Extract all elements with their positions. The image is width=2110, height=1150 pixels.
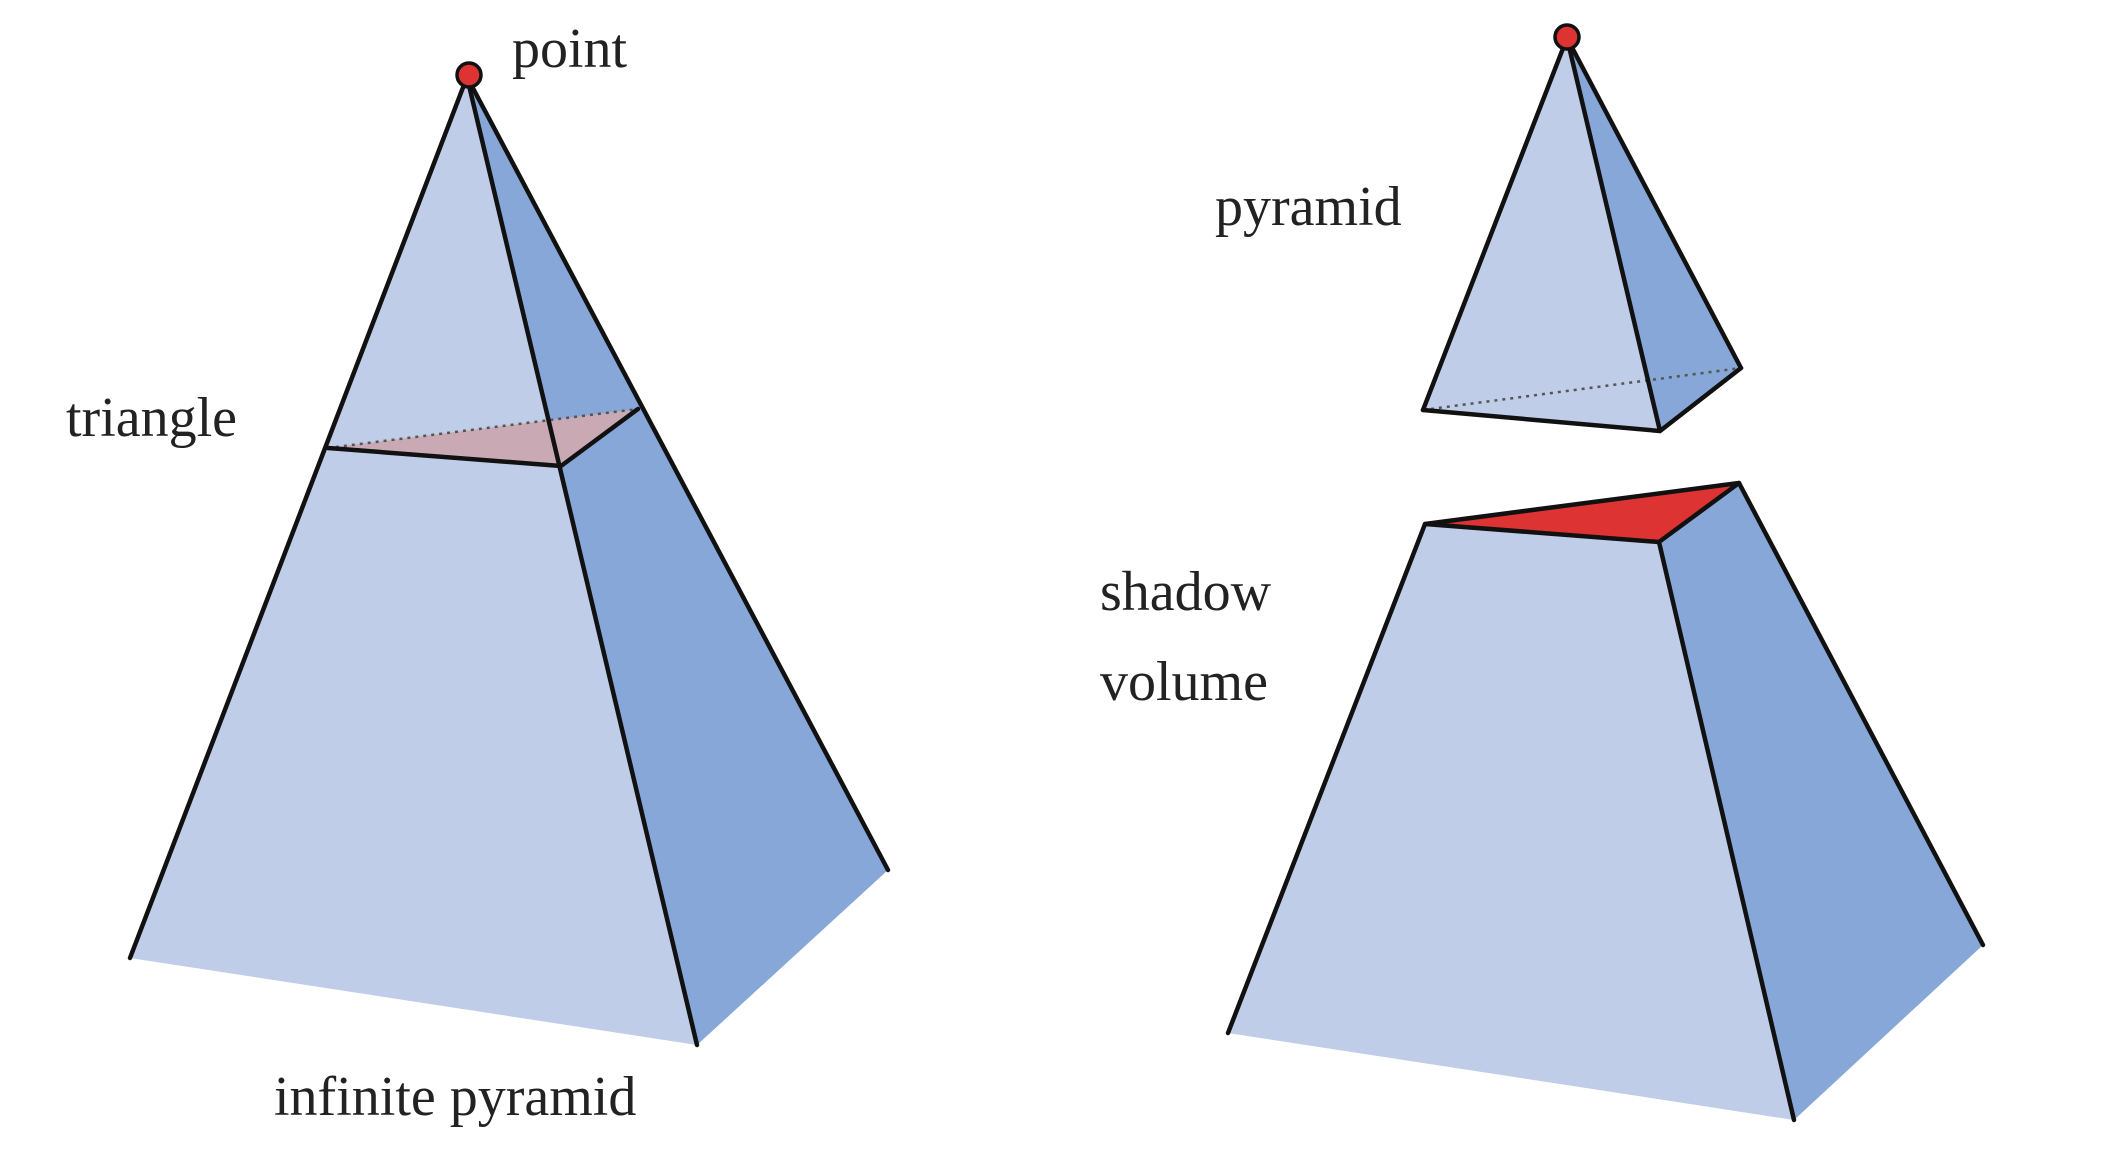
- infinite-pyramid-front-edge: [464, 74, 700, 1048]
- label-shadow: shadow: [1100, 561, 1272, 623]
- infinite-pyramid-front-face: [130, 77, 697, 1045]
- shadow-volume-left-edge: [1225, 521, 1428, 1036]
- shadow-volume-front-edge: [1656, 539, 1797, 1123]
- pyramid-side-face: [1567, 38, 1741, 431]
- infinite-pyramid-group: point triangle infinite pyramid: [66, 18, 891, 1128]
- pyramid-front-face: [1423, 38, 1660, 431]
- pyramid-right-edge: [1564, 35, 1744, 371]
- shadow-volume-right-edge: [1736, 480, 1986, 948]
- label-triangle: triangle: [66, 387, 237, 449]
- infinite-pyramid-left-edge: [127, 74, 470, 961]
- shadow-volume-side-face: [1659, 483, 1983, 1120]
- pyramid-hidden-base-edge: [1422, 366, 1742, 412]
- infinite-pyramid-right-edge: [464, 74, 891, 873]
- label-pyramid: pyramid: [1215, 176, 1402, 238]
- shadow-volume-cap-outline: [1422, 480, 1742, 545]
- label-volume: volume: [1100, 651, 1268, 713]
- label-point: point: [512, 18, 628, 80]
- label-infinite-pyramid: infinite pyramid: [274, 1066, 636, 1128]
- shadow-volume-cap-triangle: [1425, 483, 1739, 542]
- pyramid-left-edge: [1420, 35, 1570, 413]
- light-point-left: [455, 61, 483, 89]
- light-point-right: [1553, 23, 1581, 51]
- pyramid-group: pyramid: [1215, 23, 1744, 434]
- pyramid-front-edge: [1564, 35, 1663, 434]
- infinite-pyramid-side-face: [467, 77, 888, 1045]
- shadow-volume-group: shadow volume: [1100, 480, 1986, 1123]
